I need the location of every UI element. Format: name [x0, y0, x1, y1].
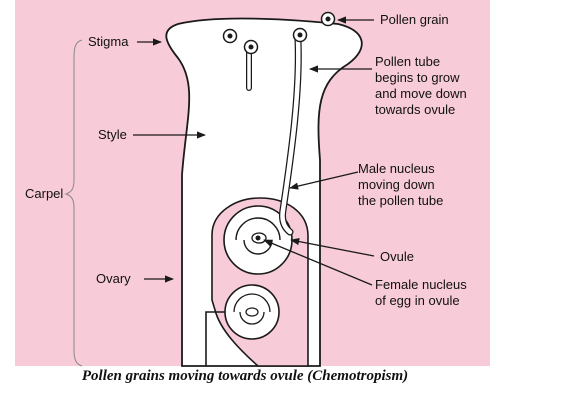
figure-caption: Pollen grains moving towards ovule (Chem… — [81, 368, 409, 384]
arrow-male-nucleus — [289, 171, 359, 190]
ovule-upper — [223, 205, 293, 275]
pollen-grain-icon — [222, 11, 336, 55]
label-style: Style — [98, 127, 127, 142]
label-female-nucleus: Female nucleus of egg in ovule — [375, 277, 470, 308]
label-pollen-tube: Pollen tube begins to grow and move down… — [375, 54, 470, 117]
label-ovule: Ovule — [380, 249, 414, 264]
label-pollen-grain: Pollen grain — [380, 12, 449, 27]
label-male-nucleus: Male nucleus moving down the pollen tube — [358, 161, 443, 208]
carpel-brace — [64, 39, 83, 367]
label-carpel: Carpel — [25, 186, 63, 201]
arrow-female-nucleus — [263, 239, 373, 286]
female-nucleus — [255, 235, 261, 241]
ovule-lower — [205, 284, 280, 366]
arrow-ovule — [290, 237, 375, 257]
label-stigma: Stigma — [88, 34, 129, 49]
label-ovary: Ovary — [96, 271, 131, 286]
